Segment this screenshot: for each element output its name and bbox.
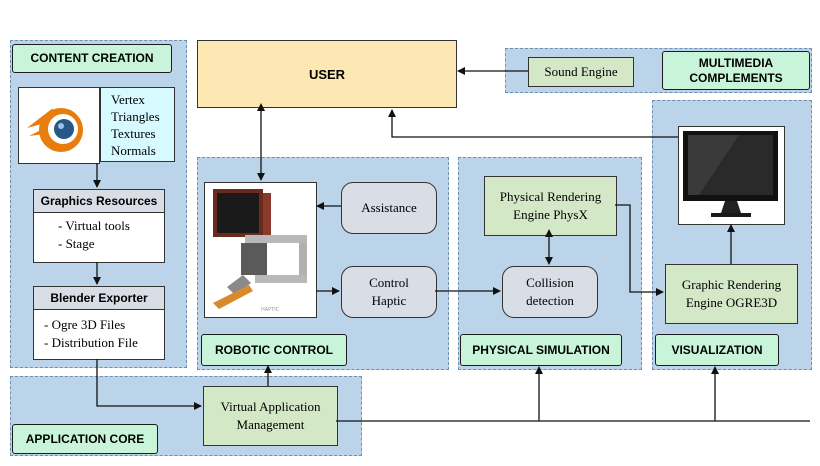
blender-logo-box (18, 87, 100, 164)
robotic-control-label: ROBOTIC CONTROL (201, 334, 347, 366)
user-label: USER (308, 66, 346, 82)
assistance-box: Assistance (341, 182, 437, 234)
user-box: USER (197, 40, 457, 108)
monitor-icon (683, 131, 778, 217)
content-creation-label: CONTENT CREATION (12, 44, 172, 73)
monitor-image (678, 126, 785, 225)
ogre3d-box: Graphic Rendering Engine OGRE3D (665, 264, 798, 324)
haptic-robot-icon: HAPTIC (213, 189, 307, 313)
blender-logo-icon (27, 108, 83, 152)
arrow-monitor-to-user (388, 109, 678, 138)
graphics-resources-items: - Virtual tools - Stage (58, 218, 130, 251)
robot-image: HAPTIC (204, 182, 317, 318)
graphics-resources-box: Graphics Resources - Virtual tools - Sta… (33, 189, 165, 263)
physx-box: Physical Rendering Engine PhysX (484, 176, 617, 236)
svg-text:HAPTIC: HAPTIC (261, 307, 280, 313)
application-core-label: APPLICATION CORE (12, 424, 158, 454)
blender-exporter-items: - Ogre 3D Files - Distribution File (44, 317, 138, 350)
blender-exporter-title: Blender Exporter (34, 287, 164, 310)
graphics-resources-title: Graphics Resources (34, 190, 164, 213)
collision-detection-box: Collision detection (502, 266, 598, 318)
sound-engine-box: Sound Engine (528, 57, 634, 87)
blender-attributes-box: Vertex Triangles Textures Normals (100, 87, 175, 162)
multimedia-complements-label: MULTIMEDIA COMPLEMENTS (662, 51, 810, 90)
blender-exporter-box: Blender Exporter - Ogre 3D Files - Distr… (33, 286, 165, 360)
physical-simulation-label: PHYSICAL SIMULATION (460, 334, 622, 366)
virtual-application-management-box: Virtual Application Management (203, 386, 338, 446)
visualization-label: VISUALIZATION (655, 334, 779, 366)
control-haptic-box: Control Haptic (341, 266, 437, 318)
